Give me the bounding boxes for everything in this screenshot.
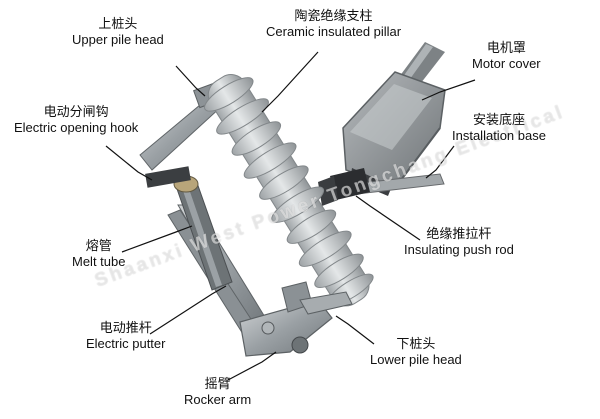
leader-electric-putter	[149, 285, 227, 335]
leader-motor-cover	[421, 79, 476, 101]
label-insulating-push-rod: 绝缘推拉杆 Insulating push rod	[404, 227, 514, 258]
label-electric-opening-hook-zh: 电动分闸钩	[43, 105, 109, 120]
label-rocker-arm: 摇臂 Rocker arm	[184, 377, 252, 408]
label-melt-tube: 熔管 Melt tube	[72, 239, 126, 270]
label-insulating-push-rod-en: Insulating push rod	[404, 241, 514, 257]
leader-lower-pile-head	[335, 315, 375, 345]
label-insulating-push-rod-zh: 绝缘推拉杆	[426, 227, 492, 242]
label-lower-pile-head: 下桩头 Lower pile head	[370, 337, 462, 368]
label-motor-cover: 电机罩 Motor cover	[472, 41, 541, 72]
label-motor-cover-en: Motor cover	[472, 55, 541, 71]
lower-bracket-part	[239, 281, 353, 357]
label-electric-putter: 电动推杆 Electric putter	[86, 321, 166, 352]
leader-insulating-push-rod	[355, 195, 421, 241]
leader-installation-base	[425, 145, 455, 179]
leader-electric-opening-hook	[105, 145, 153, 181]
ceramic-insulated-pillar-part	[204, 74, 374, 307]
label-electric-opening-hook-en: Electric opening hook	[14, 119, 139, 135]
label-melt-tube-en: Melt tube	[72, 253, 126, 269]
label-ceramic-insulated-pillar: 陶瓷绝缘支柱 Ceramic insulated pillar	[266, 9, 402, 40]
installation-base-part	[317, 168, 445, 206]
label-electric-opening-hook: 电动分闸钩 Electric opening hook	[14, 105, 139, 136]
label-upper-pile-head-zh: 上桩头	[98, 17, 138, 32]
label-rocker-arm-zh: 摇臂	[204, 377, 231, 392]
label-installation-base: 安装底座 Installation base	[452, 113, 546, 144]
label-ceramic-insulated-pillar-en: Ceramic insulated pillar	[266, 23, 402, 39]
label-installation-base-zh: 安装底座	[472, 113, 525, 128]
melt-tube-part	[145, 166, 233, 291]
leader-ceramic-pillar	[261, 51, 319, 113]
leader-rocker-arm	[227, 351, 277, 381]
label-electric-putter-zh: 电动推杆	[99, 321, 152, 336]
label-lower-pile-head-zh: 下桩头	[396, 337, 436, 352]
motor-cover-part	[342, 42, 446, 196]
label-electric-putter-en: Electric putter	[86, 335, 166, 351]
leader-lines	[105, 51, 476, 381]
label-ceramic-insulated-pillar-zh: 陶瓷绝缘支柱	[294, 9, 373, 24]
label-melt-tube-zh: 熔管	[85, 239, 112, 254]
label-rocker-arm-en: Rocker arm	[184, 391, 252, 407]
label-upper-pile-head-en: Upper pile head	[72, 31, 164, 47]
label-motor-cover-zh: 电机罩	[486, 41, 526, 56]
label-lower-pile-head-en: Lower pile head	[370, 351, 462, 367]
label-installation-base-en: Installation base	[452, 127, 546, 143]
leader-upper-pile-head	[175, 65, 206, 97]
leader-melt-tube	[121, 225, 193, 253]
label-upper-pile-head: 上桩头 Upper pile head	[72, 17, 164, 48]
